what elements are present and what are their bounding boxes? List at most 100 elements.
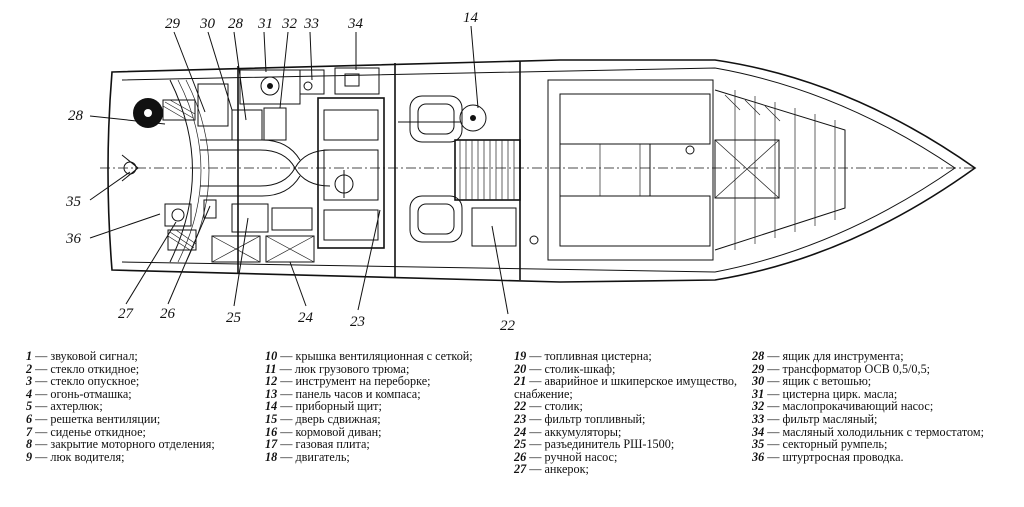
legend-item: 28 — ящик для инструмента; <box>752 350 1017 363</box>
legend-item-number: 26 <box>514 449 527 464</box>
steering-wheel-icon <box>459 104 487 132</box>
legend: 1 — звуковой сигнал;2 — стекло откидное;… <box>0 350 1024 507</box>
callout-22: 22 <box>500 318 516 334</box>
legend-item-text: ящик для инструмента; <box>782 349 904 363</box>
sector-tiller <box>121 154 139 182</box>
legend-item: 18 — двигатель; <box>265 450 505 464</box>
legend-item-text: анкерок; <box>544 462 589 477</box>
legend-item-dash: — <box>526 437 545 452</box>
legend-item: 8 — закрытие моторного отделения; <box>26 438 251 451</box>
legend-item-text: крышка вентиляционная с сеткой; <box>295 349 473 363</box>
legend-item-text: цистерна цирк. масла; <box>782 386 898 401</box>
legend-col-4: 28 — ящик для инструмента;29 — трансформ… <box>752 350 1017 463</box>
boat-deck-plan: 29 30 28 31 32 33 34 14 28 35 36 27 26 2… <box>65 10 977 334</box>
callout-33: 33 <box>303 16 319 32</box>
legend-item-text: ахтерлюк; <box>50 399 103 414</box>
legend-item-dash: — <box>277 374 296 389</box>
legend-item: 33 — фильтр масляный; <box>752 413 1017 426</box>
legend-item-number: 23 <box>514 411 527 426</box>
legend-item: 32 — маслопрокачивающий насос; <box>752 400 1017 413</box>
driver-seat-bottom <box>409 195 463 243</box>
legend-item-dash: — <box>764 399 783 414</box>
legend-item: 19 — топливная цистерна; <box>514 350 749 363</box>
legend-item: 10 — крышка вентиляционная с сеткой; <box>265 350 505 363</box>
legend-item-number: 30 <box>752 374 765 389</box>
legend-item: 30 — ящик с ветошью; <box>752 375 1017 388</box>
legend-item-dash: — <box>277 349 296 363</box>
legend-item-dash: — <box>526 374 545 389</box>
bow-structure <box>714 89 846 251</box>
legend-item: 20 — столик-шкаф; <box>514 361 749 376</box>
legend-item: 35 — секторный румпель; <box>752 438 1017 451</box>
legend-item: 3 — стекло опускное; <box>26 375 251 388</box>
legend-item-dash: — <box>32 449 51 464</box>
legend-item-text: фильтр масляный; <box>782 411 878 426</box>
legend-item: 17 — газовая плита; <box>265 438 505 451</box>
legend-item-text: газовая плита; <box>295 437 370 452</box>
legend-item-dash: — <box>526 399 545 414</box>
legend-item-number: 31 <box>752 386 765 401</box>
legend-item: 36 — штуртросная проводка. <box>752 449 1017 464</box>
callout-28: 28 <box>68 108 84 124</box>
callout-23: 23 <box>350 314 365 330</box>
legend-item-text: ручной насос; <box>544 449 618 464</box>
legend-item-text: топливная цистерна; <box>544 349 652 363</box>
driver-seat-top <box>409 95 463 143</box>
legend-item: 11 — люк грузового трюма; <box>265 361 505 376</box>
legend-item-number: 24 <box>514 424 527 439</box>
tool-box <box>162 99 196 121</box>
legend-item-text: люк грузового трюма; <box>294 361 410 376</box>
legend-item-text: решетка вентиляции; <box>50 411 161 426</box>
legend-item: 5 — ахтерлюк; <box>26 400 251 413</box>
legend-item-text: секторный румпель; <box>782 437 888 452</box>
callout-28-top: 28 <box>228 16 244 32</box>
callout-34: 34 <box>347 16 364 32</box>
anchor-keg <box>167 229 197 251</box>
legend-item-dash: — <box>764 424 783 439</box>
legend-item-dash: — <box>32 349 51 363</box>
legend-item-number: 13 <box>265 386 278 401</box>
legend-item: 21 — аварийное и шкиперское имущество, с… <box>514 375 749 400</box>
legend-item: 26 — ручной насос; <box>514 449 749 464</box>
legend-item: 22 — столик; <box>514 400 749 413</box>
legend-item-number: 36 <box>752 449 765 464</box>
legend-col-1: 1 — звуковой сигнал;2 — стекло откидное;… <box>26 350 251 463</box>
legend-item: 13 — панель часов и компаса; <box>265 386 505 401</box>
legend-item-number: 8 <box>26 437 33 452</box>
legend-item-text: кормовой диван; <box>295 424 382 439</box>
legend-item-number: 32 <box>752 399 765 414</box>
legend-item-number: 35 <box>752 437 765 452</box>
legend-item-text: стекло опускное; <box>50 374 140 389</box>
legend-item-text: штуртросная проводка. <box>782 449 904 464</box>
legend-item: 15 — дверь сдвижная; <box>265 413 505 426</box>
legend-item-dash: — <box>32 386 51 401</box>
legend-item-text: масляный холодильник с термостатом; <box>782 424 984 439</box>
legend-item-dash: — <box>277 399 296 414</box>
legend-item-text: приборный щит; <box>295 399 382 414</box>
legend-item-dash: — <box>764 374 783 389</box>
legend-item-dash: — <box>276 361 295 376</box>
legend-item-dash: — <box>526 449 545 464</box>
legend-item-number: 12 <box>265 374 278 389</box>
callout-32: 32 <box>281 16 298 32</box>
transom-curve <box>169 79 193 263</box>
legend-item-number: 16 <box>265 424 278 439</box>
legend-item-text: огонь-отмашка; <box>50 386 132 401</box>
legend-item-dash: — <box>764 449 783 464</box>
callout-25: 25 <box>226 310 242 326</box>
hatch <box>454 139 521 201</box>
legend-item-dash: — <box>764 437 783 452</box>
legend-item-dash: — <box>526 349 545 363</box>
legend-item-dash: — <box>526 361 545 376</box>
legend-item: 7 — сиденье откидное; <box>26 425 251 439</box>
legend-item: 27 — анкерок; <box>514 463 749 476</box>
legend-item: 14 — приборный щит; <box>265 400 505 413</box>
legend-item-dash: — <box>764 386 783 401</box>
legend-item-text: столик-шкаф; <box>544 361 616 376</box>
hull-inner-line <box>121 67 956 273</box>
callout-26: 26 <box>160 306 176 322</box>
legend-item-number: 1 <box>26 349 33 363</box>
legend-item-text: фильтр топливный; <box>544 411 646 426</box>
legend-item-number: 21 <box>514 374 527 389</box>
legend-item-dash: — <box>32 437 51 452</box>
